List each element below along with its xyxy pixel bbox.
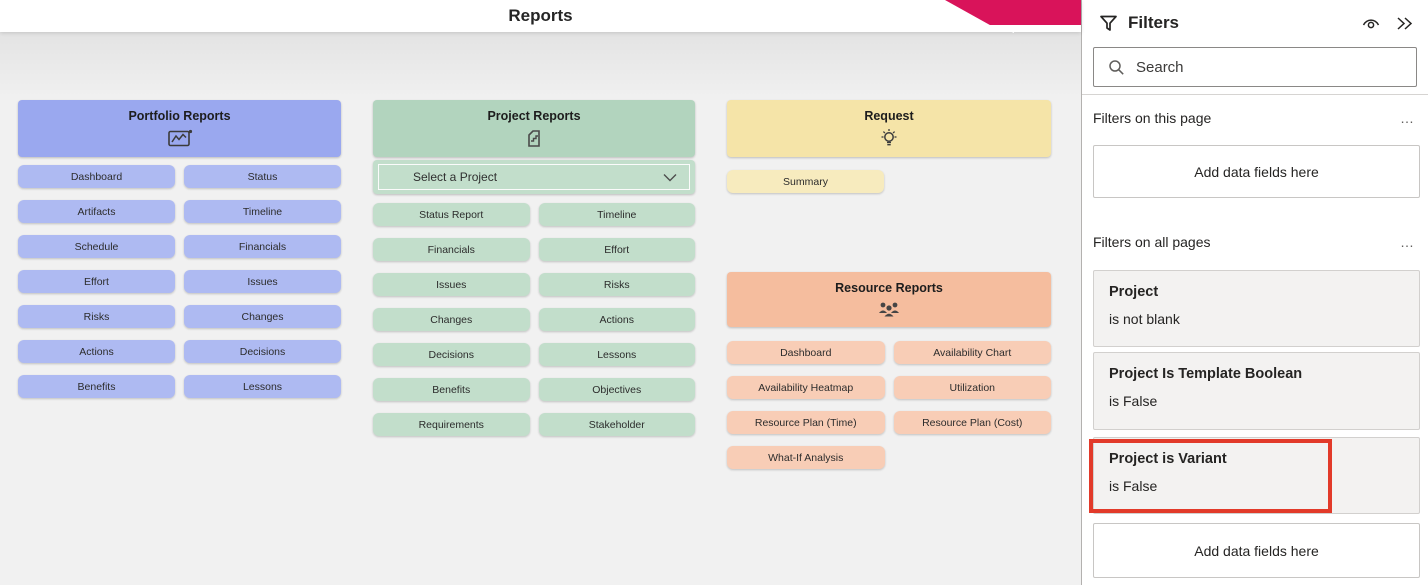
- filters-all-pages-label: Filters on all pages: [1093, 234, 1211, 250]
- portfolio-report-button[interactable]: Schedule: [18, 235, 175, 258]
- project-report-button[interactable]: Changes: [373, 308, 530, 331]
- filter-card-name: Project: [1109, 284, 1159, 300]
- chevron-down-icon: [663, 173, 677, 182]
- filters-search-box[interactable]: [1093, 47, 1417, 87]
- eye-icon[interactable]: [1361, 15, 1381, 31]
- filter-card-name: Project is Variant: [1109, 451, 1227, 467]
- collapse-pane-icon[interactable]: [1395, 15, 1414, 32]
- portfolio-report-button[interactable]: Status: [184, 165, 341, 188]
- request-header: Request: [727, 100, 1051, 157]
- canvas-gradient: [0, 32, 1081, 102]
- portfolio-reports-title: Portfolio Reports: [128, 109, 231, 123]
- filter-card-project-is-variant[interactable]: Project is Variant is False: [1089, 437, 1420, 514]
- corner-ribbon-fold: [995, 25, 1014, 33]
- portfolio-report-button[interactable]: Effort: [18, 270, 175, 293]
- portfolio-report-button[interactable]: Benefits: [18, 375, 175, 398]
- filters-pane: Filters: [1081, 0, 1428, 585]
- filters-this-page-label: Filters on this page: [1093, 110, 1212, 126]
- filter-funnel-icon: [1099, 14, 1118, 33]
- filters-this-page-row: Filters on this page …: [1093, 110, 1417, 126]
- project-report-button[interactable]: Actions: [538, 308, 695, 331]
- more-options-icon[interactable]: …: [1400, 110, 1415, 126]
- portfolio-report-button[interactable]: Timeline: [184, 200, 341, 223]
- resource-report-button[interactable]: Dashboard: [727, 341, 885, 364]
- portfolio-reports-header: Portfolio Reports: [18, 100, 341, 157]
- more-options-icon[interactable]: …: [1400, 234, 1415, 250]
- project-report-button[interactable]: Benefits: [373, 378, 530, 401]
- project-reports-header: Project Reports: [373, 100, 695, 157]
- portfolio-report-button[interactable]: Issues: [184, 270, 341, 293]
- filter-card-condition: is False: [1109, 478, 1158, 494]
- project-report-button[interactable]: Financials: [373, 238, 530, 261]
- project-report-button[interactable]: Status Report: [373, 203, 530, 226]
- title-strip: Reports: [0, 0, 1081, 32]
- project-dropdown-value: Select a Project: [413, 170, 498, 184]
- resource-reports-title: Resource Reports: [835, 281, 943, 295]
- project-report-button[interactable]: Effort: [538, 238, 695, 261]
- filter-card-name: Project Is Template Boolean: [1109, 366, 1303, 382]
- filter-card-project[interactable]: Project is not blank: [1093, 270, 1420, 347]
- add-data-fields-dropzone[interactable]: Add data fields here: [1093, 523, 1420, 578]
- filters-header: Filters: [1082, 0, 1428, 36]
- filters-all-pages-row: Filters on all pages …: [1093, 234, 1417, 250]
- project-reports-title: Project Reports: [487, 109, 581, 123]
- project-report-button[interactable]: Stakeholder: [538, 413, 695, 436]
- filters-pane-title: Filters: [1128, 13, 1180, 32]
- resource-report-button[interactable]: Resource Plan (Cost): [893, 411, 1051, 434]
- request-summary-button[interactable]: Summary: [727, 170, 884, 193]
- resource-report-button[interactable]: Resource Plan (Time): [727, 411, 885, 434]
- filter-card-project-is-template-boolean[interactable]: Project Is Template Boolean is False: [1093, 352, 1420, 430]
- add-data-fields-dropzone[interactable]: Add data fields here: [1093, 145, 1420, 198]
- project-report-button[interactable]: Lessons: [538, 343, 695, 366]
- portfolio-report-button[interactable]: Risks: [18, 305, 175, 328]
- project-dropdown[interactable]: Select a Project: [373, 160, 695, 194]
- resource-report-button[interactable]: Availability Heatmap: [727, 376, 885, 399]
- filter-card-condition: is False: [1109, 393, 1158, 409]
- filters-divider: [1082, 94, 1428, 95]
- resource-reports-header: Resource Reports: [727, 272, 1051, 327]
- portfolio-report-button[interactable]: Changes: [184, 305, 341, 328]
- project-report-button[interactable]: Decisions: [373, 343, 530, 366]
- project-report-button[interactable]: Objectives: [538, 378, 695, 401]
- project-report-button[interactable]: Risks: [538, 273, 695, 296]
- resource-report-button[interactable]: Utilization: [893, 376, 1051, 399]
- project-report-button[interactable]: Requirements: [373, 413, 530, 436]
- project-dropdown-inner: Select a Project: [378, 164, 690, 190]
- people-icon: [727, 300, 1051, 322]
- portfolio-report-button[interactable]: Dashboard: [18, 165, 175, 188]
- search-icon: [1108, 59, 1125, 76]
- report-page-icon: [373, 128, 695, 150]
- project-report-button[interactable]: Timeline: [538, 203, 695, 226]
- resource-report-button[interactable]: What-If Analysis: [727, 446, 885, 469]
- portfolio-report-button[interactable]: Financials: [184, 235, 341, 258]
- request-title: Request: [864, 109, 914, 123]
- portfolio-report-button[interactable]: Actions: [18, 340, 175, 363]
- project-report-button[interactable]: Issues: [373, 273, 530, 296]
- line-chart-icon: [18, 128, 341, 150]
- portfolio-report-button[interactable]: Lessons: [184, 375, 341, 398]
- lightbulb-icon: [727, 128, 1051, 150]
- search-input[interactable]: [1136, 58, 1376, 76]
- resource-report-button[interactable]: Availability Chart: [893, 341, 1051, 364]
- page-title: Reports: [508, 6, 573, 25]
- portfolio-report-button[interactable]: Decisions: [184, 340, 341, 363]
- filter-card-condition: is not blank: [1109, 311, 1180, 327]
- portfolio-report-button[interactable]: Artifacts: [18, 200, 175, 223]
